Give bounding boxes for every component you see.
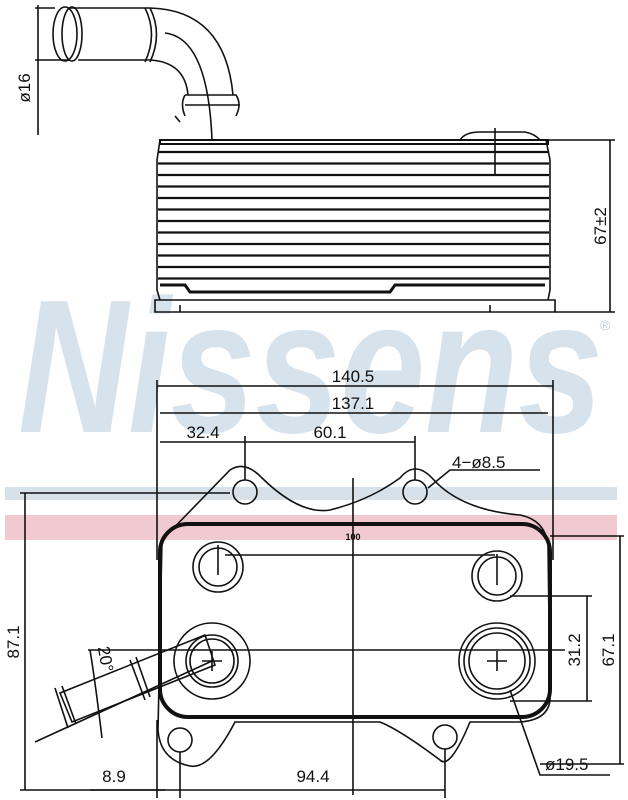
top-view: ø16 67±2 [15, 5, 615, 313]
blue-band [5, 487, 617, 500]
cooler-fins [158, 150, 549, 280]
overall-height-label: 87.1 [4, 625, 23, 658]
watermark-logo: Nissens [18, 261, 603, 473]
mounting-holes-label: 4−ø8.5 [452, 453, 505, 472]
port-spacing-label: 31.2 [565, 633, 584, 666]
mounting-hole [402, 479, 428, 505]
hole-spacing-bottom-label: 94.4 [296, 767, 329, 786]
bottom-view: 140.5 137.1 32.4 60.1 4−ø8.5 100 [4, 367, 624, 798]
port-diameter-label: ø19.5 [545, 755, 588, 774]
edge-offset-label: 8.9 [102, 767, 126, 786]
pipe-diameter-label: ø16 [15, 73, 34, 102]
hole-offset-label: 32.4 [186, 423, 219, 442]
cooler-plate [158, 522, 552, 719]
mounting-hole [232, 479, 258, 505]
height-label: 67±2 [591, 207, 610, 245]
pipe-angle-label: 20° [94, 645, 117, 674]
plate-width-label: 137.1 [332, 394, 375, 413]
overall-width-label: 140.5 [332, 367, 375, 386]
red-band [5, 515, 617, 540]
registered-mark: ® [600, 317, 611, 333]
mounting-hole [167, 727, 193, 753]
mounting-hole [432, 724, 458, 750]
nissens-watermark: Nissens ® [5, 261, 617, 540]
angled-pipe [54, 633, 216, 729]
plate-height-label: 67.1 [599, 633, 618, 666]
hole-spacing-top-label: 60.1 [313, 423, 346, 442]
center-mark-label: 100 [345, 532, 360, 542]
